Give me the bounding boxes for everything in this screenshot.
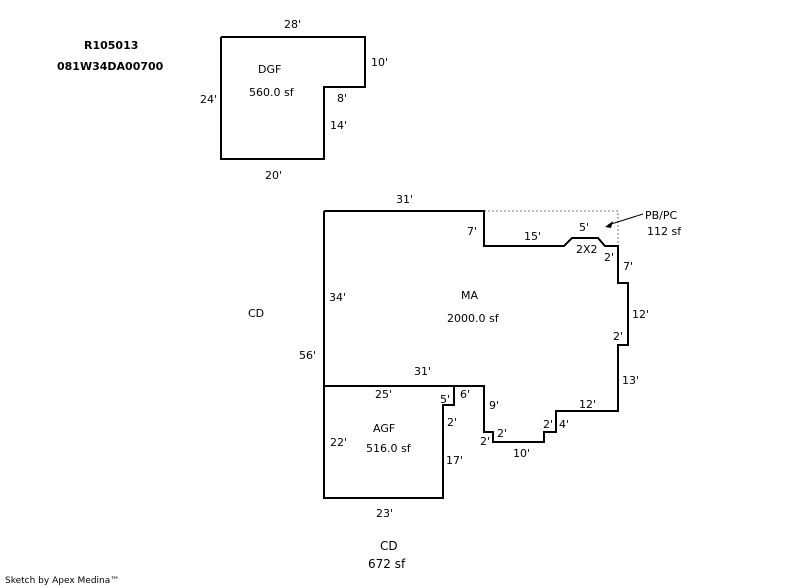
agf-label: AGF bbox=[373, 422, 395, 435]
ma-dim-2b: 2' bbox=[613, 330, 623, 343]
ma-dim-6: 6' bbox=[460, 388, 470, 401]
agf-dim-left: 22' bbox=[330, 436, 347, 449]
ma-dim-2d: 2' bbox=[497, 427, 507, 440]
agf-area: 516.0 sf bbox=[366, 442, 412, 455]
ma-dim-5: 5' bbox=[579, 221, 589, 234]
ma-dim-13: 13' bbox=[622, 374, 639, 387]
dgf-label: DGF bbox=[258, 63, 281, 76]
ma-dim-9: 9' bbox=[489, 399, 499, 412]
agf-dim-bottom: 23' bbox=[376, 507, 393, 520]
dgf-dim-bottom: 20' bbox=[265, 169, 282, 182]
pbpc-leader-line bbox=[607, 213, 644, 226]
dgf-outline bbox=[220, 36, 366, 160]
ma-dim-4: 4' bbox=[559, 418, 569, 431]
agf-dim-top: 25' bbox=[375, 388, 392, 401]
agf-dim-17: 17' bbox=[446, 454, 463, 467]
footer-credit: Sketch by Apex Medina™ bbox=[5, 576, 119, 586]
ma-dim-7a: 7' bbox=[467, 225, 477, 238]
account-number: R105013 bbox=[84, 39, 138, 52]
ma-dim-56: 56' bbox=[299, 349, 316, 362]
cd-bottom-area: 672 sf bbox=[368, 557, 406, 571]
parcel-number: 081W34DA00700 bbox=[57, 60, 164, 73]
pbpc-arrow-icon bbox=[605, 221, 613, 228]
ma-dim-12b: 12' bbox=[579, 398, 596, 411]
ma-dim-12a: 12' bbox=[632, 308, 649, 321]
cd-side-label: CD bbox=[248, 307, 264, 320]
ma-dim-2c: 2' bbox=[543, 418, 553, 431]
ma-dim-2x2: 2X2 bbox=[576, 243, 598, 256]
agf-outline bbox=[323, 385, 455, 499]
pbpc-outline bbox=[484, 210, 619, 246]
dgf-dim-right: 10' bbox=[371, 56, 388, 69]
ma-outline bbox=[323, 210, 629, 443]
ma-dim-10: 10' bbox=[513, 447, 530, 460]
pbpc-area: 112 sf bbox=[647, 225, 682, 238]
dgf-dim-notch-v: 14' bbox=[330, 119, 347, 132]
ma-dim-7b: 7' bbox=[623, 260, 633, 273]
ma-dim-15: 15' bbox=[524, 230, 541, 243]
pbpc-label: PB/PC bbox=[645, 209, 678, 222]
cd-bottom-label: CD bbox=[380, 539, 398, 553]
ma-dim-top: 31' bbox=[396, 193, 413, 206]
dgf-area: 560.0 sf bbox=[249, 86, 295, 99]
agf-dim-5: 5' bbox=[440, 393, 450, 406]
ma-dim-2a: 2' bbox=[604, 251, 614, 264]
agf-dim-2: 2' bbox=[447, 416, 457, 429]
ma-dim-mid31: 31' bbox=[414, 365, 431, 378]
dgf-dim-top: 28' bbox=[284, 18, 301, 31]
ma-dim-34: 34' bbox=[329, 291, 346, 304]
ma-area: 2000.0 sf bbox=[447, 312, 500, 325]
ma-label: MA bbox=[461, 289, 478, 302]
dgf-dim-notch-h: 8' bbox=[337, 92, 347, 105]
ma-dim-2e: 2' bbox=[480, 435, 490, 448]
dgf-dim-left: 24' bbox=[200, 93, 217, 106]
